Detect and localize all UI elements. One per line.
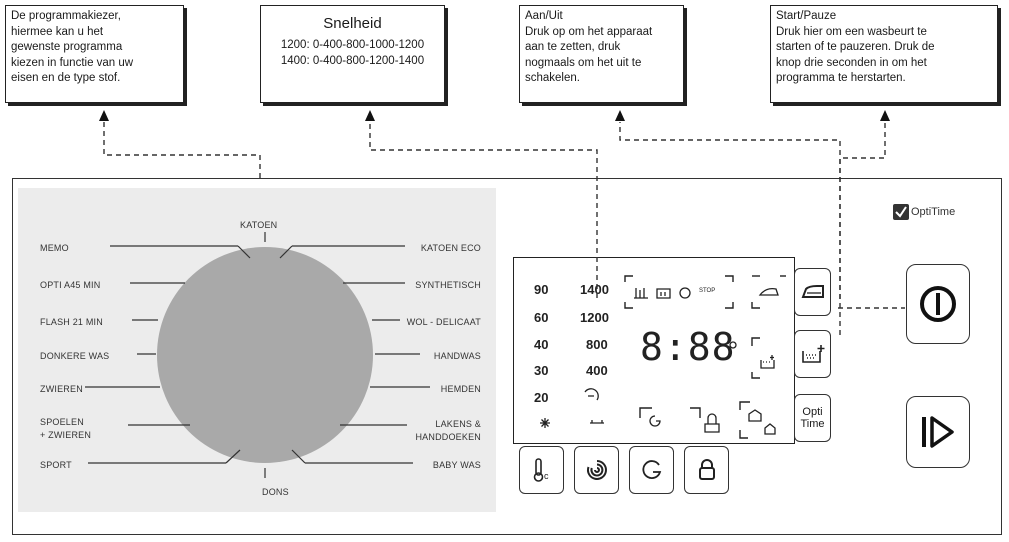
dial-label-right-0: KATOEN ECO: [420, 243, 481, 253]
dial-label-left-4: ZWIEREN: [40, 384, 83, 394]
speed-800: 800: [586, 337, 608, 352]
iron-button[interactable]: [794, 268, 831, 316]
dial-label-right-5: LAKENS & HANDDOEKEN: [415, 419, 481, 442]
temperature-button[interactable]: c: [519, 446, 564, 494]
thermometer-icon: c: [533, 458, 549, 482]
extra-rinse-button[interactable]: [794, 330, 831, 378]
start-pause-title: Start/Pauze: [776, 10, 837, 22]
dial-label-left-2: FLASH 21 MIN: [40, 317, 103, 327]
power-text: Druk op om het apparaat aan te zetten, d…: [525, 25, 653, 85]
extra-rinse-icon: [801, 345, 824, 363]
speed-line-1400: 1400: 0-400-800-1200-1400: [280, 54, 425, 67]
temp-90: 90: [534, 282, 549, 297]
delay-timer-icon: [641, 460, 661, 479]
spin-icon: [586, 460, 607, 480]
child-lock-button[interactable]: [684, 446, 729, 494]
speed-callout: Snelheid 1200: 0-400-800-1000-1200 1400:…: [260, 5, 445, 103]
start-pause-callout: Start/Pauze Druk hier om een wasbeurt te…: [770, 5, 998, 103]
optitime-button-label: Opti Time: [800, 406, 825, 430]
speed-400: 400: [586, 363, 608, 378]
temp-30: 30: [534, 363, 549, 378]
iron-icon: [801, 285, 824, 298]
svg-text:c: c: [544, 471, 549, 481]
dial-label-right-3: HANDWAS: [433, 351, 481, 361]
start-pause-text: Druk hier om een wasbeurt te starten of …: [776, 25, 935, 85]
dial-label-right-1: SYNTHETISCH: [415, 280, 481, 290]
power-title: Aan/Uit: [525, 10, 563, 22]
power-callout: Aan/Uit Druk op om het apparaat aan te z…: [519, 5, 684, 103]
dial-label-right-4: HEMDEN: [440, 384, 481, 394]
dial-label-left-6: SPORT: [40, 460, 72, 470]
play-pause-icon: [922, 416, 954, 448]
dial-label-right-2: WOL - DELICAAT: [406, 317, 481, 327]
dial-label-left-1: OPTI A45 MIN: [40, 280, 101, 290]
speed-1200: 1200: [580, 310, 609, 325]
check-icon: [895, 206, 907, 218]
dial-label-left-0: MEMO: [40, 243, 69, 253]
program-dial-area: [18, 188, 496, 512]
stop-indicator: STOP: [699, 288, 716, 294]
dial-label-top: KATOEN: [240, 220, 278, 230]
start-pause-button[interactable]: [906, 396, 970, 468]
spin-button[interactable]: [574, 446, 619, 494]
temp-20: 20: [534, 390, 549, 405]
program-selector-callout: De programmakiezer, hiermee kan u het ge…: [5, 5, 184, 103]
speed-title: Snelheid: [323, 15, 382, 32]
temp-40: 40: [534, 337, 549, 352]
digit-display: 8:88: [640, 325, 736, 369]
program-selector-text: De programmakiezer, hiermee kan u het ge…: [11, 10, 134, 84]
dial-label-right-6: BABY WAS: [432, 460, 481, 470]
dial-label-bottom: DONS: [262, 487, 289, 497]
connector-arrowheads: [99, 110, 890, 121]
optitime-logo: [893, 204, 909, 220]
dial-label-left-5: SPOELEN + ZWIEREN: [40, 417, 92, 440]
dial-label-left-3: DONKERE WAS: [40, 351, 110, 361]
power-button[interactable]: [906, 264, 970, 344]
delay-timer-button[interactable]: [629, 446, 674, 494]
optitime-label: OptiTime: [911, 206, 956, 218]
speed-line-1200: 1200: 0-400-800-1000-1200: [280, 39, 425, 51]
optitime-button[interactable]: Opti Time: [794, 394, 831, 442]
lock-icon: [698, 459, 715, 480]
speed-1400: 1400: [580, 282, 609, 297]
temp-60: 60: [534, 310, 549, 325]
power-icon: [920, 286, 956, 322]
